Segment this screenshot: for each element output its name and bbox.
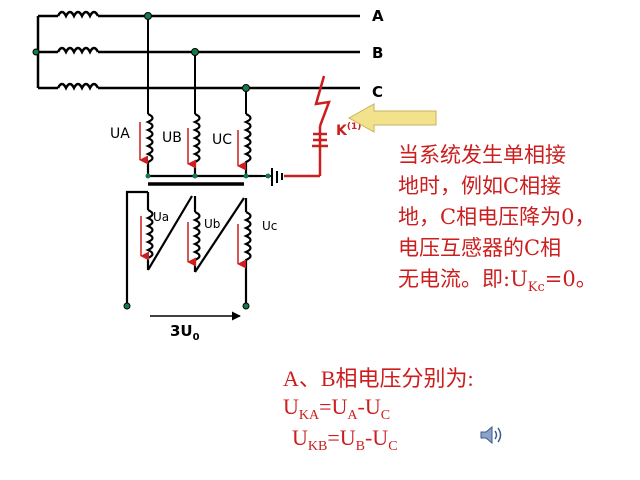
junction-a [144,12,152,20]
primary-star-dot-1 [145,173,151,179]
output-terminal-left [123,302,131,310]
explanation-text: 当系统发生单相接 地时，例如C相接 地，C相电压降为0， 电压互感器的C相 无电… [398,140,634,303]
formula-line-ka: UKA=UA-UC [283,394,391,423]
phase-label-a: A [372,7,384,25]
ground-dot [265,173,271,179]
note-line-2: 地时，例如C相接 [398,174,562,198]
label-ua: UA [110,126,130,142]
pt-secondary-windings [125,190,252,306]
note-line-3: 地，C相电压降为0， [398,205,596,229]
primary-star-dot-3 [243,173,249,179]
primary-voltage-arrows [139,122,247,171]
neutral-node [32,48,40,56]
note-line-5: 无电流。即:UKc=0。 [398,267,597,296]
output-terminal-right [242,302,250,310]
source-windings [36,10,100,91]
pointer-arrow-icon [347,103,437,133]
label-uc-secondary: Uc [262,219,277,233]
output-label: 3U0 [170,322,200,343]
ground-connection [262,168,283,186]
primary-star-dot-2 [192,173,198,179]
note-line-4: 电压互感器的C相 [398,236,562,260]
secondary-voltage-arrows [140,216,247,269]
speaker-icon[interactable] [479,424,503,446]
label-uc: UC [212,132,232,148]
pt-primary-windings [145,112,262,178]
junction-b [191,48,199,56]
phase-buses [98,14,360,90]
note-line-1: 当系统发生单相接 [398,143,566,167]
fault-path [284,75,331,178]
label-ub-secondary: Ub [204,217,220,231]
label-ub: UB [162,130,182,146]
fault-label: K(1) [336,122,361,139]
pt-primary-leads [147,16,247,114]
phase-label-b: B [372,44,383,62]
formula-heading: A、B相电压分别为: [283,366,474,391]
junction-c [242,84,250,92]
label-ua-secondary: Ua [153,210,169,224]
phase-label-c: C [372,83,383,101]
formula-line-kb: UKB=UB-UC [292,425,398,454]
